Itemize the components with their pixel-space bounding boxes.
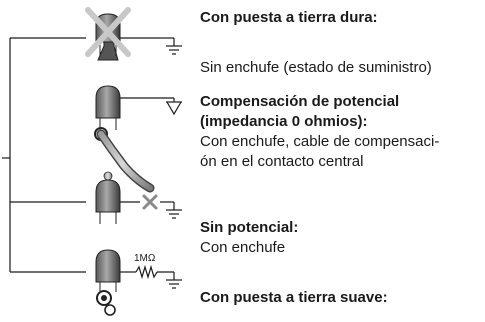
ground-symbol-4 — [166, 279, 182, 289]
cross-mark-3 — [142, 194, 158, 210]
section-2-line-2: ón en el contacto central — [200, 153, 364, 170]
section-2-title-line-2: (impedancia 0 ohmios): — [200, 113, 368, 130]
resistor-value-label: 1MΩ — [134, 253, 156, 264]
section-1-line-1: Sin enchufe (estado de suministro) — [200, 59, 432, 76]
connector-row-1 — [95, 13, 175, 61]
ground-symbol-1 — [166, 45, 182, 55]
connector-row-3 — [95, 171, 175, 224]
ground-symbol-3 — [166, 209, 182, 219]
section-3-line-1: Con enchufe — [200, 239, 286, 256]
section-2-title-line-1: Compensación de potencial — [200, 93, 400, 110]
cross-mark-1 — [85, 7, 131, 57]
resistor-symbol — [135, 264, 158, 280]
section-3-title: Sin potencial: — [200, 219, 299, 236]
ground-symbol-2 — [166, 101, 182, 116]
section-4-title: Con puesta a tierra suave: — [200, 289, 388, 306]
connector-row-4 — [95, 249, 175, 316]
section-2-line-1: Con enchufe, cable de compensaci- — [200, 133, 440, 150]
connector-row-2 — [94, 85, 175, 193]
section-1-title: Con puesta a tierra dura: — [200, 9, 378, 26]
bus-lines — [2, 37, 86, 273]
